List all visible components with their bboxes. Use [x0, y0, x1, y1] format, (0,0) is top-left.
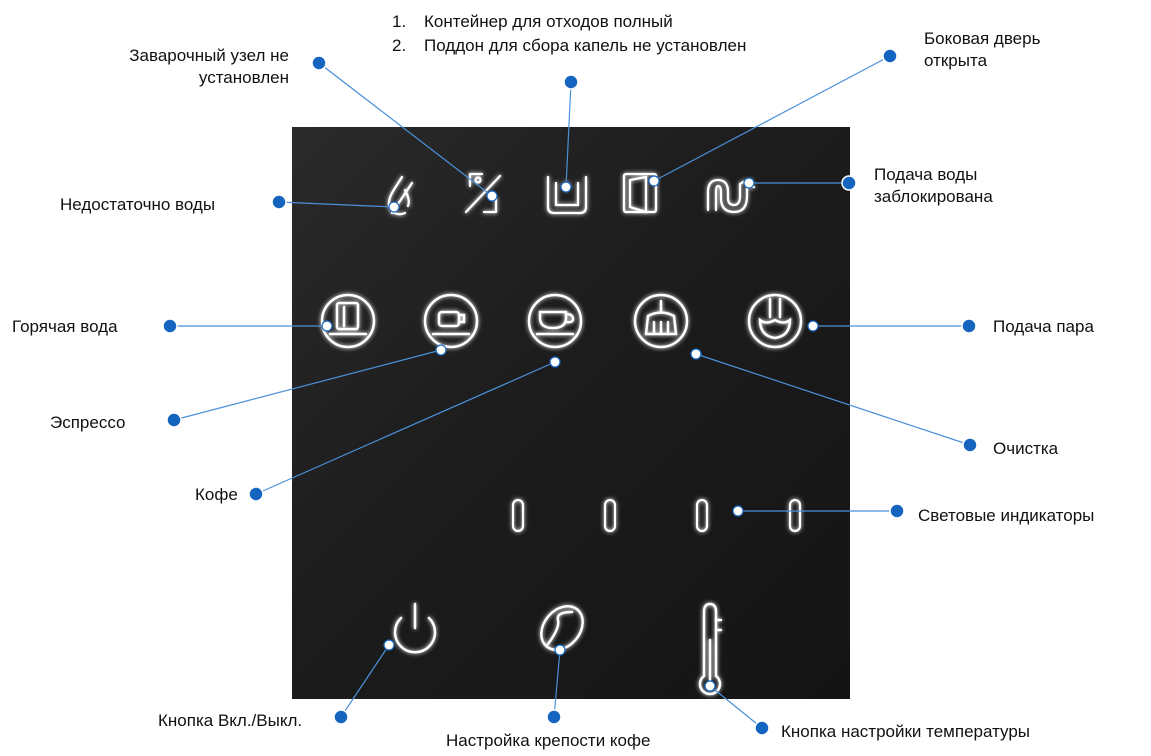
label-espresso: Эспрессо — [50, 413, 126, 432]
hot-water-icon — [320, 293, 376, 349]
callout-marker — [162, 318, 178, 334]
indicator-light — [511, 498, 525, 533]
callout-markers — [162, 48, 978, 736]
power-icon — [393, 602, 437, 654]
indicator-lights — [511, 498, 895, 533]
label-indicators: Световые индикаторы — [918, 506, 1095, 525]
callout-marker — [546, 709, 562, 725]
callout-marker — [754, 720, 770, 736]
cleaning-brush-icon — [633, 293, 689, 349]
thermometer-icon — [698, 602, 723, 696]
callout-marker — [311, 55, 327, 71]
label-steam: Подача пара — [993, 317, 1094, 336]
label-coffee: Кофе — [195, 485, 238, 504]
coffee-bean-icon — [540, 605, 584, 651]
callout-marker — [563, 74, 579, 90]
brew-unit-crossed-icon — [464, 172, 502, 214]
label-low-water: Недостаточно воды — [60, 195, 216, 214]
callout-marker — [962, 437, 978, 453]
label-cleaning: Очистка — [993, 439, 1059, 458]
callout-marker — [961, 318, 977, 334]
label-power: Кнопка Вкл./Выкл. — [158, 711, 303, 730]
label-strength: Настройка крепости кофе — [446, 731, 651, 750]
callout-marker — [271, 194, 287, 210]
callout-marker — [882, 48, 898, 64]
indicator-light — [788, 498, 802, 533]
label-side-door: Боковая дверь открыта — [924, 29, 1041, 70]
label-hot-water: Горячая вода — [12, 317, 118, 336]
side-door-icon — [622, 172, 658, 214]
indicator-light — [695, 498, 709, 533]
callout-marker — [166, 412, 182, 428]
control-panel — [292, 127, 850, 699]
espresso-icon — [423, 293, 479, 349]
coffee-icon — [527, 293, 583, 349]
callout-marker — [333, 709, 349, 725]
callout-marker — [889, 503, 905, 519]
anchor-points — [321, 175, 819, 692]
notes-list: 1.Контейнер для отходов полный 2.Поддон … — [392, 10, 746, 58]
callout-marker — [248, 486, 264, 502]
label-temperature: Кнопка настройки температуры — [781, 722, 1031, 741]
note-item: 2.Поддон для сбора капель не установлен — [392, 36, 747, 55]
indicator-light — [603, 498, 617, 533]
note-item: 1.Контейнер для отходов полный — [392, 12, 673, 31]
leader-lines — [170, 55, 971, 729]
steam-icon — [747, 293, 803, 349]
label-water-blocked: Подача воды заблокирована — [874, 165, 993, 206]
label-brew-unit: Заварочный узел не установлен — [129, 46, 289, 87]
callout-marker — [841, 175, 857, 191]
